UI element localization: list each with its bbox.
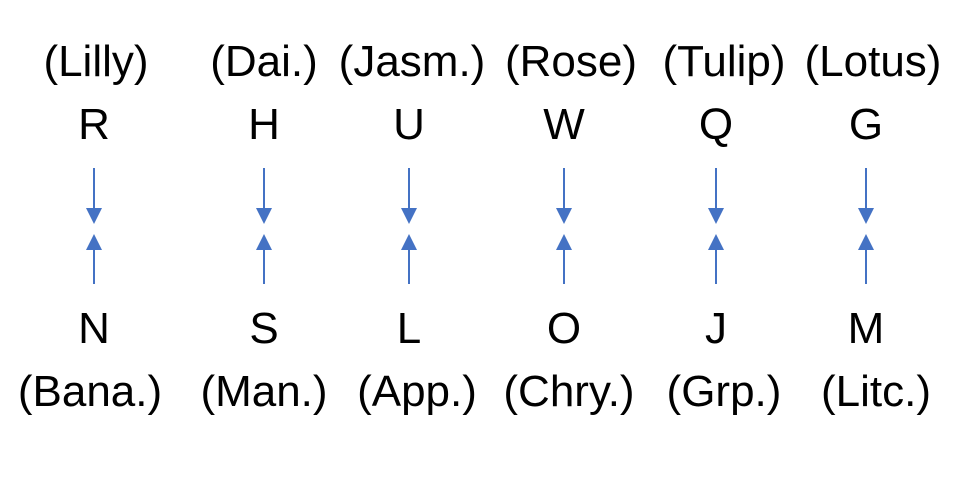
up-arrow-icon [858,234,874,284]
arrow-pair [401,168,417,284]
bottom-name-label: (Bana.) [17,367,163,416]
top-name-label: (Lotus) [804,37,942,86]
up-arrow-icon [556,234,572,284]
down-arrow-icon [86,168,102,224]
pair-column: (Dai.) H S (Man.) [184,0,344,484]
top-name-label: (Jasm.) [338,37,486,86]
bottom-letter: J [705,304,727,353]
up-arrow-icon [401,234,417,284]
bottom-letter: M [847,304,885,353]
pair-column: (Rose) W O (Chry.) [484,0,644,484]
top-letter: H [248,100,280,149]
bottom-name-label: (Man.) [200,367,328,416]
top-name-label: (Dai.) [210,37,318,86]
pair-column: (Tulip) Q J (Grp.) [636,0,796,484]
arrow-pair [858,168,874,284]
top-letter: U [393,100,425,149]
bottom-letter: O [546,304,582,353]
bottom-letter: L [396,304,422,353]
arrow-pair [86,168,102,284]
bottom-letter: N [78,304,110,353]
arrow-pair [708,168,724,284]
arrow-pair [256,168,272,284]
down-arrow-icon [858,168,874,224]
up-arrow-icon [256,234,272,284]
top-name-label: (Tulip) [662,37,786,86]
top-letter: G [848,100,884,149]
down-arrow-icon [556,168,572,224]
top-name-label: (Rose) [504,37,638,86]
bottom-name-label: (Litc.) [821,367,931,416]
bottom-name-label: (App.) [357,367,477,416]
pair-column: (Lotus) G M (Litc.) [786,0,946,484]
top-letter: W [543,100,585,149]
pair-column: (Lilly) R N (Bana.) [14,0,174,484]
down-arrow-icon [708,168,724,224]
pair-column: (Jasm.) U L (App.) [329,0,489,484]
bottom-name-label: (Chry.) [503,367,635,416]
top-name-label: (Lilly) [43,37,149,86]
bottom-name-label: (Grp.) [666,367,782,416]
top-letter: Q [698,100,734,149]
arrow-pair [556,168,572,284]
top-letter: R [78,100,110,149]
up-arrow-icon [708,234,724,284]
up-arrow-icon [86,234,102,284]
bottom-letter: S [249,304,279,353]
down-arrow-icon [401,168,417,224]
down-arrow-icon [256,168,272,224]
